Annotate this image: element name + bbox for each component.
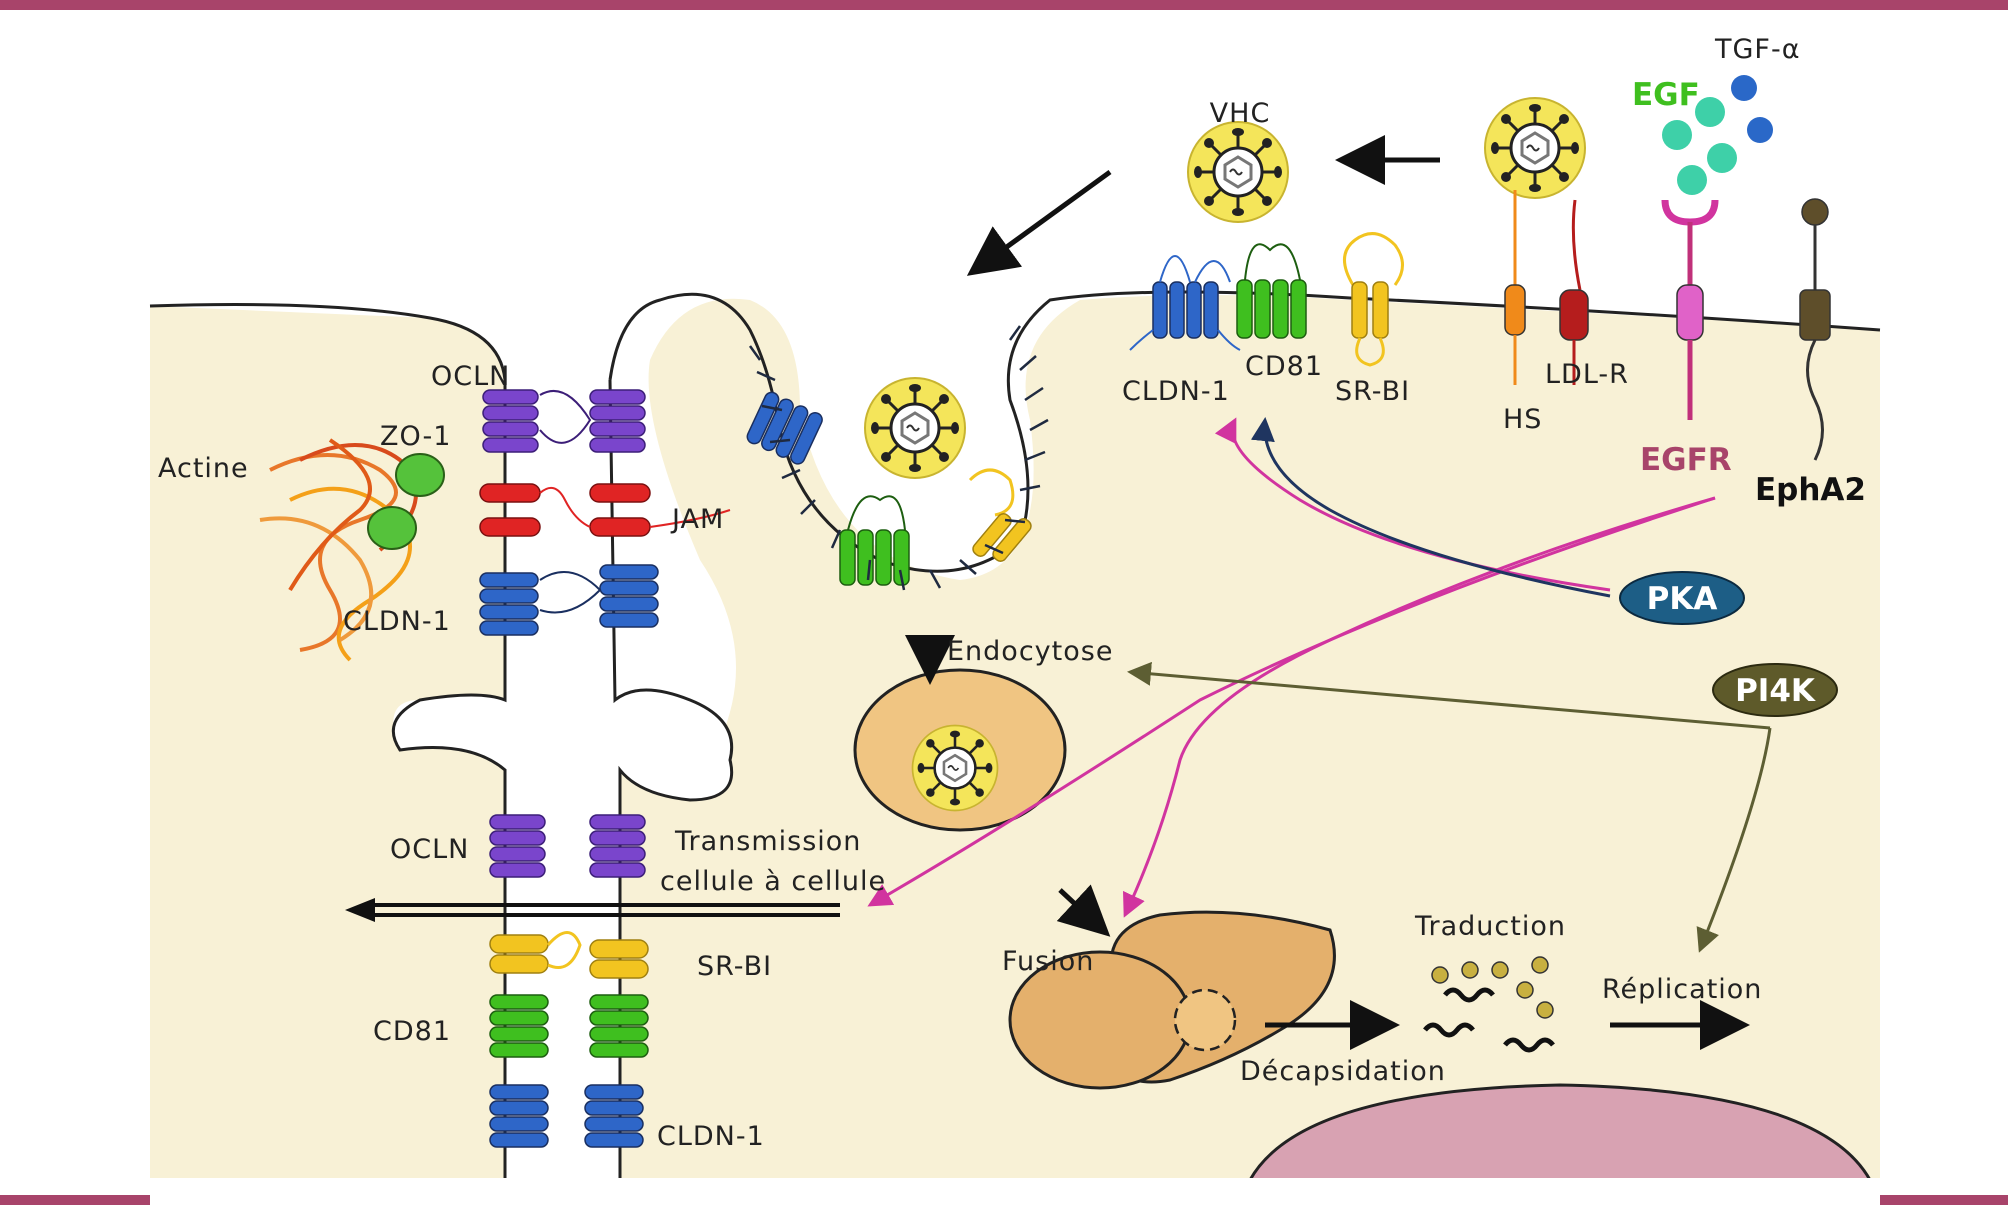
arrow-egfr-transmission	[867, 496, 1716, 907]
actin-filaments	[259, 438, 418, 662]
egf-ligands	[1662, 97, 1737, 195]
jam-label: JAM	[670, 504, 724, 535]
srbi-bottom-label: SR-BI	[697, 951, 772, 982]
cldn1-bottom-label: CLDN-1	[657, 1121, 765, 1152]
egfr-label: EGFR	[1640, 442, 1732, 478]
cldn1-top-label: CLDN-1	[1122, 376, 1230, 407]
arrow-transmission	[345, 898, 840, 922]
pi4k-label: PI4K	[1735, 673, 1816, 709]
tgf-label: TGF-α	[1714, 34, 1801, 65]
arrow-egfr-cd81	[1214, 417, 1611, 592]
tgf-ligands	[1731, 75, 1773, 143]
arrow-pi4k-endocytose	[1127, 661, 1771, 730]
zo1-blob-2	[367, 506, 417, 550]
decapsidation-label: Décapsidation	[1240, 1056, 1446, 1087]
hs-receptor	[1504, 190, 1526, 385]
arrow-pi4k-replication	[1696, 727, 1772, 953]
virus-particle-endocytosed	[863, 376, 967, 480]
virus-particle-attached	[1483, 96, 1587, 200]
srbi-top-label: SR-BI	[1335, 376, 1410, 407]
cd81-bottom-label: CD81	[373, 1016, 451, 1047]
top-border	[0, 0, 2008, 10]
virus-particle-vhc	[1186, 120, 1290, 224]
arrow-egfr-fusion	[1123, 496, 1716, 918]
cldn1-bottom	[489, 1084, 644, 1148]
arrow-pka-cldn1	[1250, 417, 1611, 598]
srbi-pit	[968, 468, 1032, 562]
cldn1-left	[479, 564, 659, 636]
jam-top	[479, 483, 731, 537]
egf-label: EGF	[1632, 77, 1700, 113]
zo1-blob-1	[395, 453, 445, 497]
clathrin-coat	[748, 325, 1049, 591]
hs-label: HS	[1503, 404, 1542, 435]
ldl-receptor	[1559, 199, 1589, 385]
capsid-opening	[1173, 988, 1237, 1052]
traduction-label: Traduction	[1414, 911, 1566, 942]
srbi-top	[1343, 232, 1404, 367]
ocln-bottom	[489, 814, 646, 878]
virus-in-endosome	[911, 724, 999, 812]
actine-label: Actine	[158, 453, 249, 484]
epha2-receptor	[1799, 198, 1831, 461]
zo1-label: ZO-1	[380, 421, 451, 452]
epha2-label: EphA2	[1755, 472, 1866, 508]
replication-label: Réplication	[1602, 974, 1762, 1005]
cell-right	[620, 295, 1880, 1180]
cd81-top	[1236, 243, 1307, 339]
ldlr-label: LDL-R	[1545, 359, 1629, 390]
arrow-fusion	[1056, 884, 1111, 937]
pka-label: PKA	[1647, 581, 1718, 617]
ocln-top	[482, 389, 646, 453]
transmission-label-line1: Transmission	[674, 826, 861, 857]
ocln-bottom-label: OCLN	[390, 834, 469, 865]
cd81-top-label: CD81	[1245, 351, 1323, 382]
srbi-bottom	[489, 931, 649, 979]
fusion-label: Fusion	[1002, 946, 1094, 977]
cldn1-top	[1129, 255, 1241, 351]
ocln-top-label: OCLN	[431, 361, 510, 392]
pka-badge: PKA	[1619, 571, 1745, 625]
arrow-entry	[966, 169, 1112, 276]
pi4k-badge: PI4K	[1712, 663, 1838, 717]
cldn1-left-label: CLDN-1	[343, 606, 451, 637]
transmission-label-line2: cellule à cellule	[660, 866, 886, 897]
translation-products	[1423, 956, 1555, 1053]
egfr-receptor	[1661, 199, 1719, 420]
cd81-bottom	[489, 994, 649, 1058]
cldn1-pit	[746, 391, 823, 465]
vhc-label: VHC	[1210, 98, 1271, 129]
endocytose-label: Endocytose	[947, 636, 1113, 667]
nucleus	[1247, 1083, 1873, 1182]
